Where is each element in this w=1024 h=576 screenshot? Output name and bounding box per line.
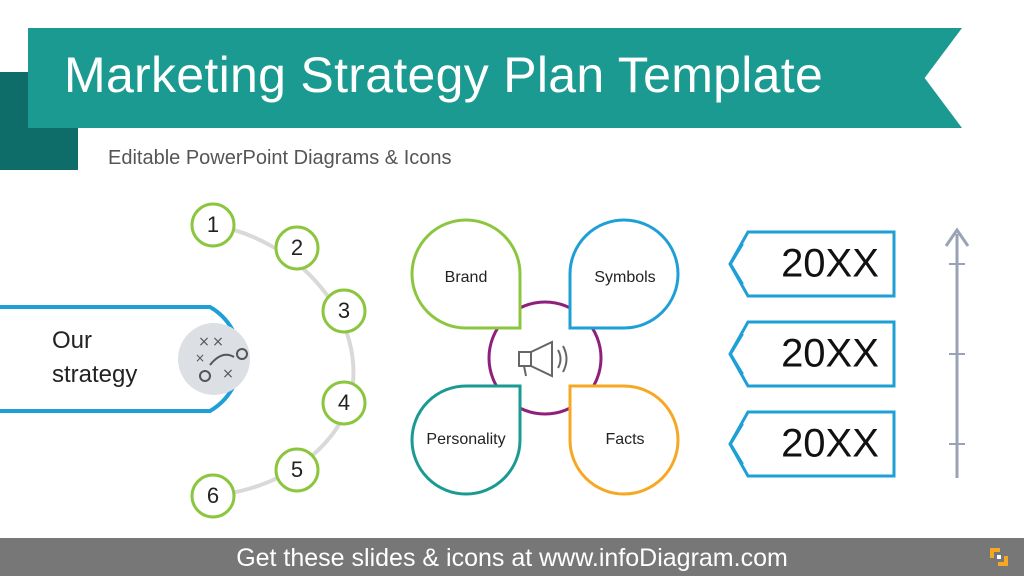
step-4-label: 4: [338, 390, 350, 415]
timeline-tag-1-label: 20XX: [781, 242, 879, 286]
strategy-label-line1: Our: [52, 327, 93, 354]
petal-brand-label: Brand: [445, 269, 488, 286]
timeline-tag-1[interactable]: 20XX: [728, 230, 896, 298]
step-6[interactable]: 6: [190, 473, 236, 519]
center-ring: [487, 300, 603, 416]
step-3-label: 3: [338, 298, 350, 323]
svg-text:×: ×: [198, 334, 210, 350]
page-title: Marketing Strategy Plan Template: [64, 47, 824, 103]
megaphone-icon: [518, 340, 568, 378]
timeline-tag-3[interactable]: 20XX: [728, 410, 896, 478]
petal-facts[interactable]: Facts: [568, 384, 680, 496]
step-5-label: 5: [291, 457, 303, 482]
petal-symbols-label: Symbols: [594, 269, 655, 286]
petal-personality-label: Personality: [426, 431, 505, 448]
step-4[interactable]: 4: [321, 380, 367, 426]
step-2[interactable]: 2: [274, 225, 320, 271]
strategy-play-icon: × × × ×: [178, 323, 250, 395]
svg-text:×: ×: [212, 334, 224, 350]
infodiagram-logo-icon: [990, 548, 1008, 566]
step-3[interactable]: 3: [321, 288, 367, 334]
svg-text:×: ×: [195, 351, 205, 365]
petal-personality[interactable]: Personality: [410, 384, 522, 496]
step-1-label: 1: [207, 212, 219, 237]
strategy-label-line2: strategy: [52, 361, 138, 388]
petal-brand[interactable]: Brand: [410, 218, 522, 330]
petal-symbols[interactable]: Symbols: [568, 218, 680, 330]
svg-text:×: ×: [222, 366, 234, 382]
footer-link[interactable]: Get these slides & icons at www.infoDiag…: [236, 544, 788, 572]
step-2-label: 2: [291, 235, 303, 260]
timeline-tag-2[interactable]: 20XX: [728, 320, 896, 388]
title-banner: [28, 28, 962, 128]
arrow-up-icon: [944, 227, 970, 478]
petal-facts-label: Facts: [605, 431, 644, 448]
strategy-label: Our strategy: [52, 324, 137, 392]
page-subtitle: Editable PowerPoint Diagrams & Icons: [108, 147, 452, 169]
step-6-label: 6: [207, 483, 219, 508]
step-5[interactable]: 5: [274, 447, 320, 493]
step-1[interactable]: 1: [190, 202, 236, 248]
footer-bar: Get these slides & icons at www.infoDiag…: [0, 538, 1024, 576]
timeline-tag-3-label: 20XX: [781, 422, 879, 466]
timeline-tag-2-label: 20XX: [781, 332, 879, 376]
